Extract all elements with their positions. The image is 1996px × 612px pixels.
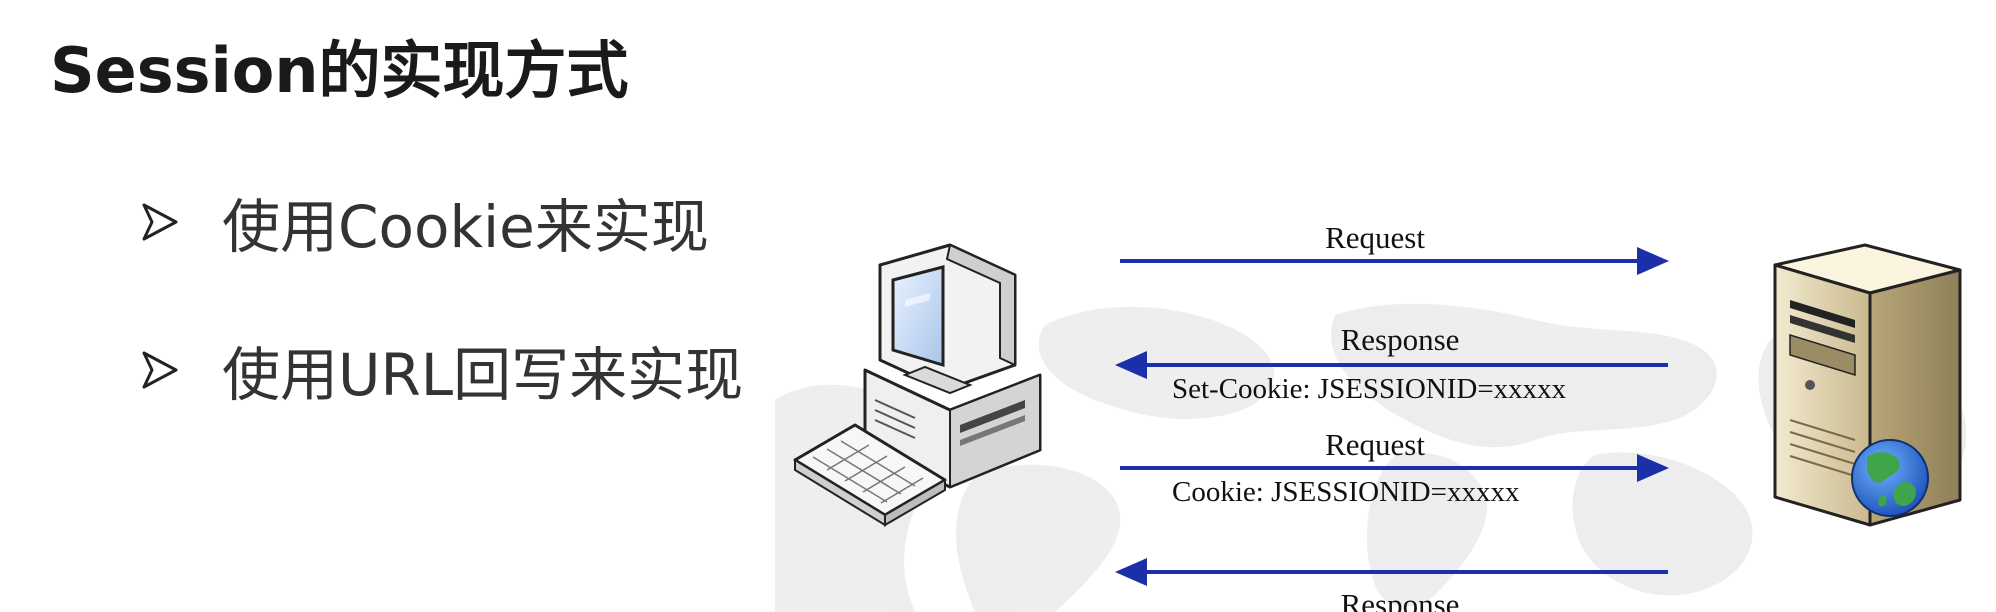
message-label: Request [1325,225,1425,255]
message-label: Response [1341,322,1460,357]
message-response-1: Response Set-Cookie: JSESSIONID=xxxxx [1115,322,1668,405]
bullet-text: 使用Cookie来实现 [222,193,709,261]
arrowhead-bullet-icon [142,351,178,389]
message-response-2 [1115,558,1668,586]
cropped-response-label: Response [1341,587,1460,612]
session-cookie-diagram: Request Response Set-Cookie: JSESSIONID=… [775,225,1996,612]
message-request-1: Request [1120,225,1669,275]
message-detail: Cookie: JSESSIONID=xxxxx [1172,476,1520,508]
bullet-item: 使用Cookie来实现 [140,180,709,264]
arrowhead-bullet-icon [142,203,178,241]
web-server-icon [1773,243,1962,527]
message-arrows: Request Response Set-Cookie: JSESSIONID=… [1115,225,1669,586]
message-detail: Set-Cookie: JSESSIONID=xxxxx [1172,373,1567,405]
desktop-computer-icon [793,243,1042,527]
message-label: Response [1341,587,1460,612]
bullet-item: 使用URL回写来实现 [140,328,743,412]
message-label: Request [1325,427,1425,462]
page-title: Session的实现方式 [50,34,629,107]
message-request-2: Request Cookie: JSESSIONID=xxxxx [1120,427,1669,508]
bullet-text: 使用URL回写来实现 [222,341,744,409]
